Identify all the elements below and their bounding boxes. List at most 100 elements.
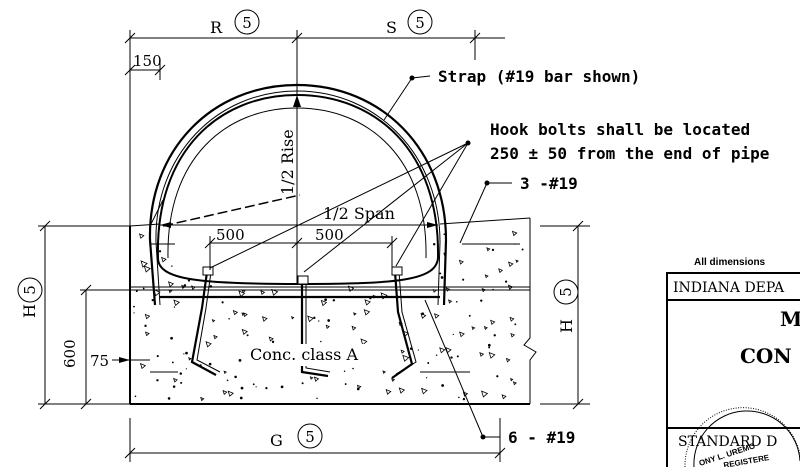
aggregate-mark [471, 326, 476, 331]
aggregate-dot [313, 316, 316, 319]
aggregate-dot [514, 323, 517, 326]
aggregate-dot [344, 383, 347, 385]
aggregate-dot [452, 333, 454, 336]
leader-lines [209, 75, 512, 440]
aggregate-mark [347, 285, 355, 292]
aggregate-mark [168, 289, 173, 294]
aggregate-mark [241, 312, 246, 317]
aggregate-dot [228, 317, 230, 320]
aggregate-mark [507, 284, 514, 290]
aggregate-mark [484, 274, 489, 279]
aggregate-mark [364, 299, 371, 306]
aggregate-mark [400, 349, 405, 354]
title-block-standard: STANDARD D [678, 434, 777, 450]
aggregate-dot [521, 248, 524, 251]
aggregate-mark [181, 284, 186, 290]
aggregate-dot [208, 362, 212, 366]
aggregate-dot [234, 375, 237, 379]
aggregate-mark [445, 287, 451, 292]
aggregate-dot [179, 372, 183, 375]
aggregate-mark [223, 370, 228, 375]
aggregate-mark [211, 319, 216, 323]
aggregate-mark [486, 247, 491, 252]
callout-concrete: Conc. class A [250, 345, 358, 364]
aggregate-mark [307, 315, 315, 323]
aggregate-dot [487, 343, 491, 347]
aggregate-mark [512, 381, 517, 386]
aggregate-mark [498, 268, 504, 274]
aggregate-mark [458, 259, 464, 265]
aggregate-dot [441, 384, 445, 387]
circle-ref-s-num: 5 [415, 14, 425, 32]
aggregate-mark [385, 388, 392, 395]
aggregate-dot [324, 298, 327, 302]
circle-ref-g-num: 5 [305, 428, 315, 446]
dim-500-left: 500 [216, 226, 245, 244]
aggregate-dot [133, 312, 135, 314]
aggregate-dot [496, 375, 499, 378]
circle-ref-h-left-num: 5 [21, 285, 39, 295]
aggregate-mark [241, 289, 246, 294]
circle-ref-r [234, 9, 260, 35]
aggregate-dot [167, 397, 171, 400]
aggregate-dot [183, 284, 187, 287]
aggregate-dot [265, 387, 268, 390]
aggregate-dot [135, 290, 138, 293]
aggregate-mark [238, 290, 246, 298]
aggregate-mark [505, 357, 511, 363]
aggregate-dot [301, 382, 304, 385]
aggregate-dot [171, 265, 173, 267]
dim-h-right: H [557, 319, 576, 333]
aggregate-dot [456, 300, 458, 303]
aggregate-dot [316, 397, 318, 400]
aggregate-mark [353, 312, 357, 316]
aggregate-mark [261, 316, 268, 322]
aggregate-mark [382, 370, 387, 375]
aggregate-mark [144, 313, 151, 320]
aggregate-dot [462, 278, 465, 281]
aggregate-dot [356, 387, 360, 391]
aggregate-dot [246, 334, 249, 337]
aggregate-dot [462, 397, 466, 401]
aggregate-mark [320, 299, 328, 307]
aggregate-mark [173, 377, 178, 383]
aggregate-dot [493, 334, 496, 337]
aggregate-dot [327, 319, 331, 322]
aggregate-dot [171, 361, 174, 364]
aggregate-mark [490, 319, 496, 325]
aggregate-dot [421, 312, 424, 315]
aggregate-mark [139, 362, 147, 370]
aggregate-dot [488, 346, 491, 349]
circle-ref-g [297, 423, 323, 449]
aggregate-dot [504, 280, 508, 283]
aggregate-dot [156, 379, 159, 382]
title-block-line1: M [780, 307, 800, 331]
aggregate-mark [227, 390, 234, 397]
aggregate-dot [352, 367, 354, 370]
aggregate-mark [356, 384, 362, 390]
aggregate-mark [510, 332, 516, 338]
aggregate-mark [421, 387, 428, 395]
aggregate-dot [255, 386, 257, 388]
aggregate-mark [290, 316, 295, 320]
aggregate-dot [492, 288, 494, 291]
aggregate-mark [509, 316, 515, 322]
aggregate-dot [133, 305, 135, 308]
callout-bars-top: 3 -#19 [520, 174, 578, 193]
aggregate-dot [158, 250, 162, 253]
aggregate-dot [226, 379, 229, 382]
aggregate-mark [173, 299, 180, 307]
aggregate-mark [268, 336, 274, 342]
aggregate-dot [480, 299, 483, 302]
aggregate-mark [205, 341, 212, 348]
aggregate-mark [140, 260, 148, 268]
circle-ref-s [407, 9, 433, 35]
dim-half-rise: 1/2 Rise [278, 129, 297, 195]
aggregate-mark [191, 285, 196, 290]
aggregate-dot [180, 381, 183, 384]
aggregate-mark [144, 331, 150, 337]
aggregate-dot [320, 340, 322, 343]
aggregate-mark [260, 290, 266, 296]
dim-g-label: G [270, 431, 283, 450]
aggregate-dot [239, 396, 243, 400]
